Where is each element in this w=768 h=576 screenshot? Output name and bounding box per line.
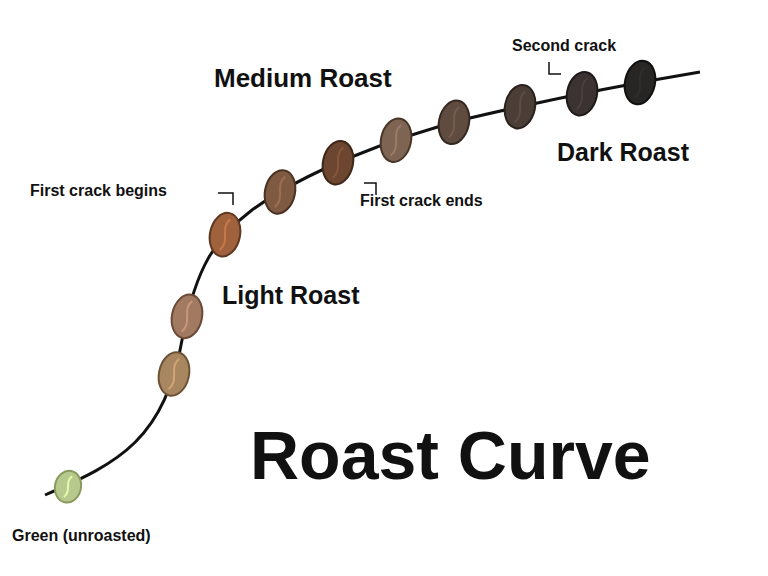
coffee-bean: [261, 167, 299, 216]
bean-crease: [577, 78, 588, 110]
stage-label: First crack ends: [360, 192, 483, 210]
bean-body: [621, 58, 659, 107]
coffee-bean: [563, 69, 601, 118]
bean-body: [155, 349, 193, 398]
bean-crease: [333, 147, 344, 179]
bean-body: [206, 210, 244, 259]
bean-body: [563, 69, 601, 118]
bracket: [549, 62, 561, 74]
bean-body: [377, 116, 415, 165]
coffee-bean: [319, 138, 357, 187]
bean-crease: [220, 219, 231, 251]
bean-body: [168, 292, 206, 341]
stage-label: First crack begins: [30, 182, 167, 200]
coffee-bean: [206, 210, 244, 259]
bean-body: [319, 138, 357, 187]
stage-label: Second crack: [512, 37, 616, 55]
stage-label: Green (unroasted): [12, 527, 151, 545]
bean-crease: [635, 66, 646, 98]
bean-crease: [64, 476, 72, 498]
coffee-bean: [435, 98, 473, 147]
roast-level: Dark Roast: [557, 139, 689, 167]
diagram-title: Roast Curve: [250, 418, 651, 493]
bean-body: [261, 167, 299, 216]
roast-level: Light Roast: [222, 282, 360, 310]
coffee-bean: [377, 116, 415, 165]
roast-level: Medium Roast: [214, 64, 392, 93]
bean-crease: [275, 176, 286, 208]
bean-crease: [515, 91, 526, 123]
bean-group: [52, 58, 659, 505]
bean-body: [501, 82, 539, 131]
roast-curve-line: [45, 72, 700, 495]
bean-crease: [169, 358, 180, 390]
coffee-bean: [501, 82, 539, 131]
bean-body: [52, 468, 84, 505]
bean-crease: [182, 300, 193, 332]
bean-crease: [391, 124, 402, 156]
coffee-bean: [168, 292, 206, 341]
bracket: [218, 193, 233, 205]
coffee-bean: [621, 58, 659, 107]
coffee-bean: [155, 349, 193, 398]
coffee-bean: [52, 468, 84, 505]
bean-body: [435, 98, 473, 147]
bean-crease: [449, 106, 460, 138]
